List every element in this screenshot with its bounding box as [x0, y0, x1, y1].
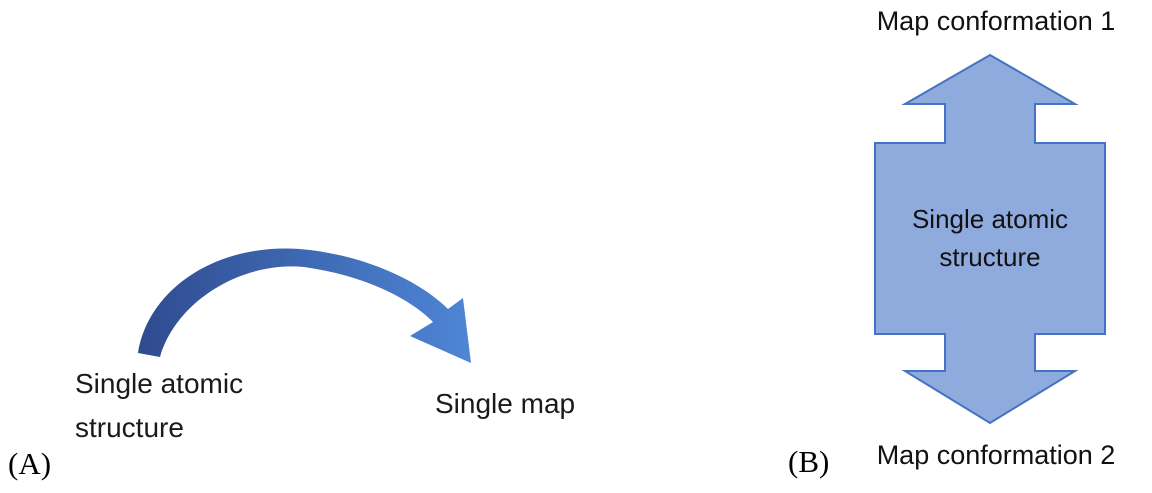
panel-b-top-label: Map conformation 1 [876, 6, 1116, 36]
double-headed-arrow-shape [874, 53, 1106, 425]
curved-arrow-icon [138, 248, 471, 363]
panel-a-source-label-line2: structure [75, 412, 184, 443]
panel-a-tag: (A) [8, 446, 52, 481]
panel-b-bottom-label: Map conformation 2 [876, 440, 1116, 470]
double-headed-arrow-icon [874, 53, 1106, 425]
panel-a-target-label: Single map [435, 388, 576, 419]
panel-b-center-label-line1: Single atomic [911, 204, 1069, 234]
panel-a-source-label: Single atomic structure [75, 362, 243, 450]
panel-b-tag: (B) [788, 444, 830, 479]
panel-a-source-label-line1: Single atomic [75, 368, 244, 399]
panel-b-center-label: Single atomic structure [875, 143, 1105, 333]
curved-arrow-path [138, 248, 471, 363]
panel-b-center-label-line2: structure [939, 242, 1041, 272]
